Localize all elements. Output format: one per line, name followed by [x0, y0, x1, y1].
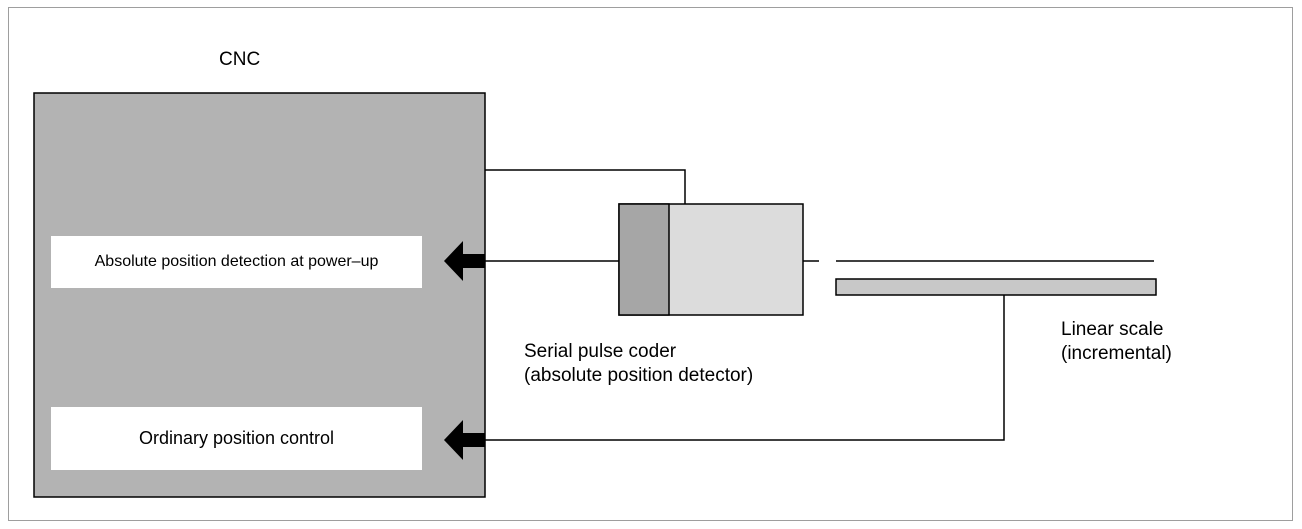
abs-detection-box: Absolute position detection at power–up [51, 236, 422, 288]
ordinary-control-box: Ordinary position control [51, 407, 422, 470]
coder-label-line1: Serial pulse coder [524, 341, 677, 362]
diagram-frame [8, 7, 1293, 521]
left-arrow-icon [444, 241, 485, 281]
ordinary-control-label: Ordinary position control [138, 428, 335, 448]
serial-pulse-coder-label: Serial pulse coder (absolute position de… [524, 340, 753, 388]
cnc-title: CNC [219, 49, 261, 70]
linear-scale-label: Linear scale (incremental) [1061, 318, 1172, 366]
left-arrow-icon [444, 420, 485, 460]
linear-scale-bar [835, 278, 1157, 296]
scale-signal-line [485, 295, 1005, 441]
scale-label-line1: Linear scale [1061, 319, 1164, 340]
coder-flange [618, 203, 670, 316]
coder-label-line2: (absolute position detector) [524, 365, 754, 386]
scale-label-line2: (incremental) [1061, 343, 1172, 364]
abs-detection-label: Absolute position detection at power–up [94, 253, 379, 270]
coder-feed-line [485, 169, 686, 204]
